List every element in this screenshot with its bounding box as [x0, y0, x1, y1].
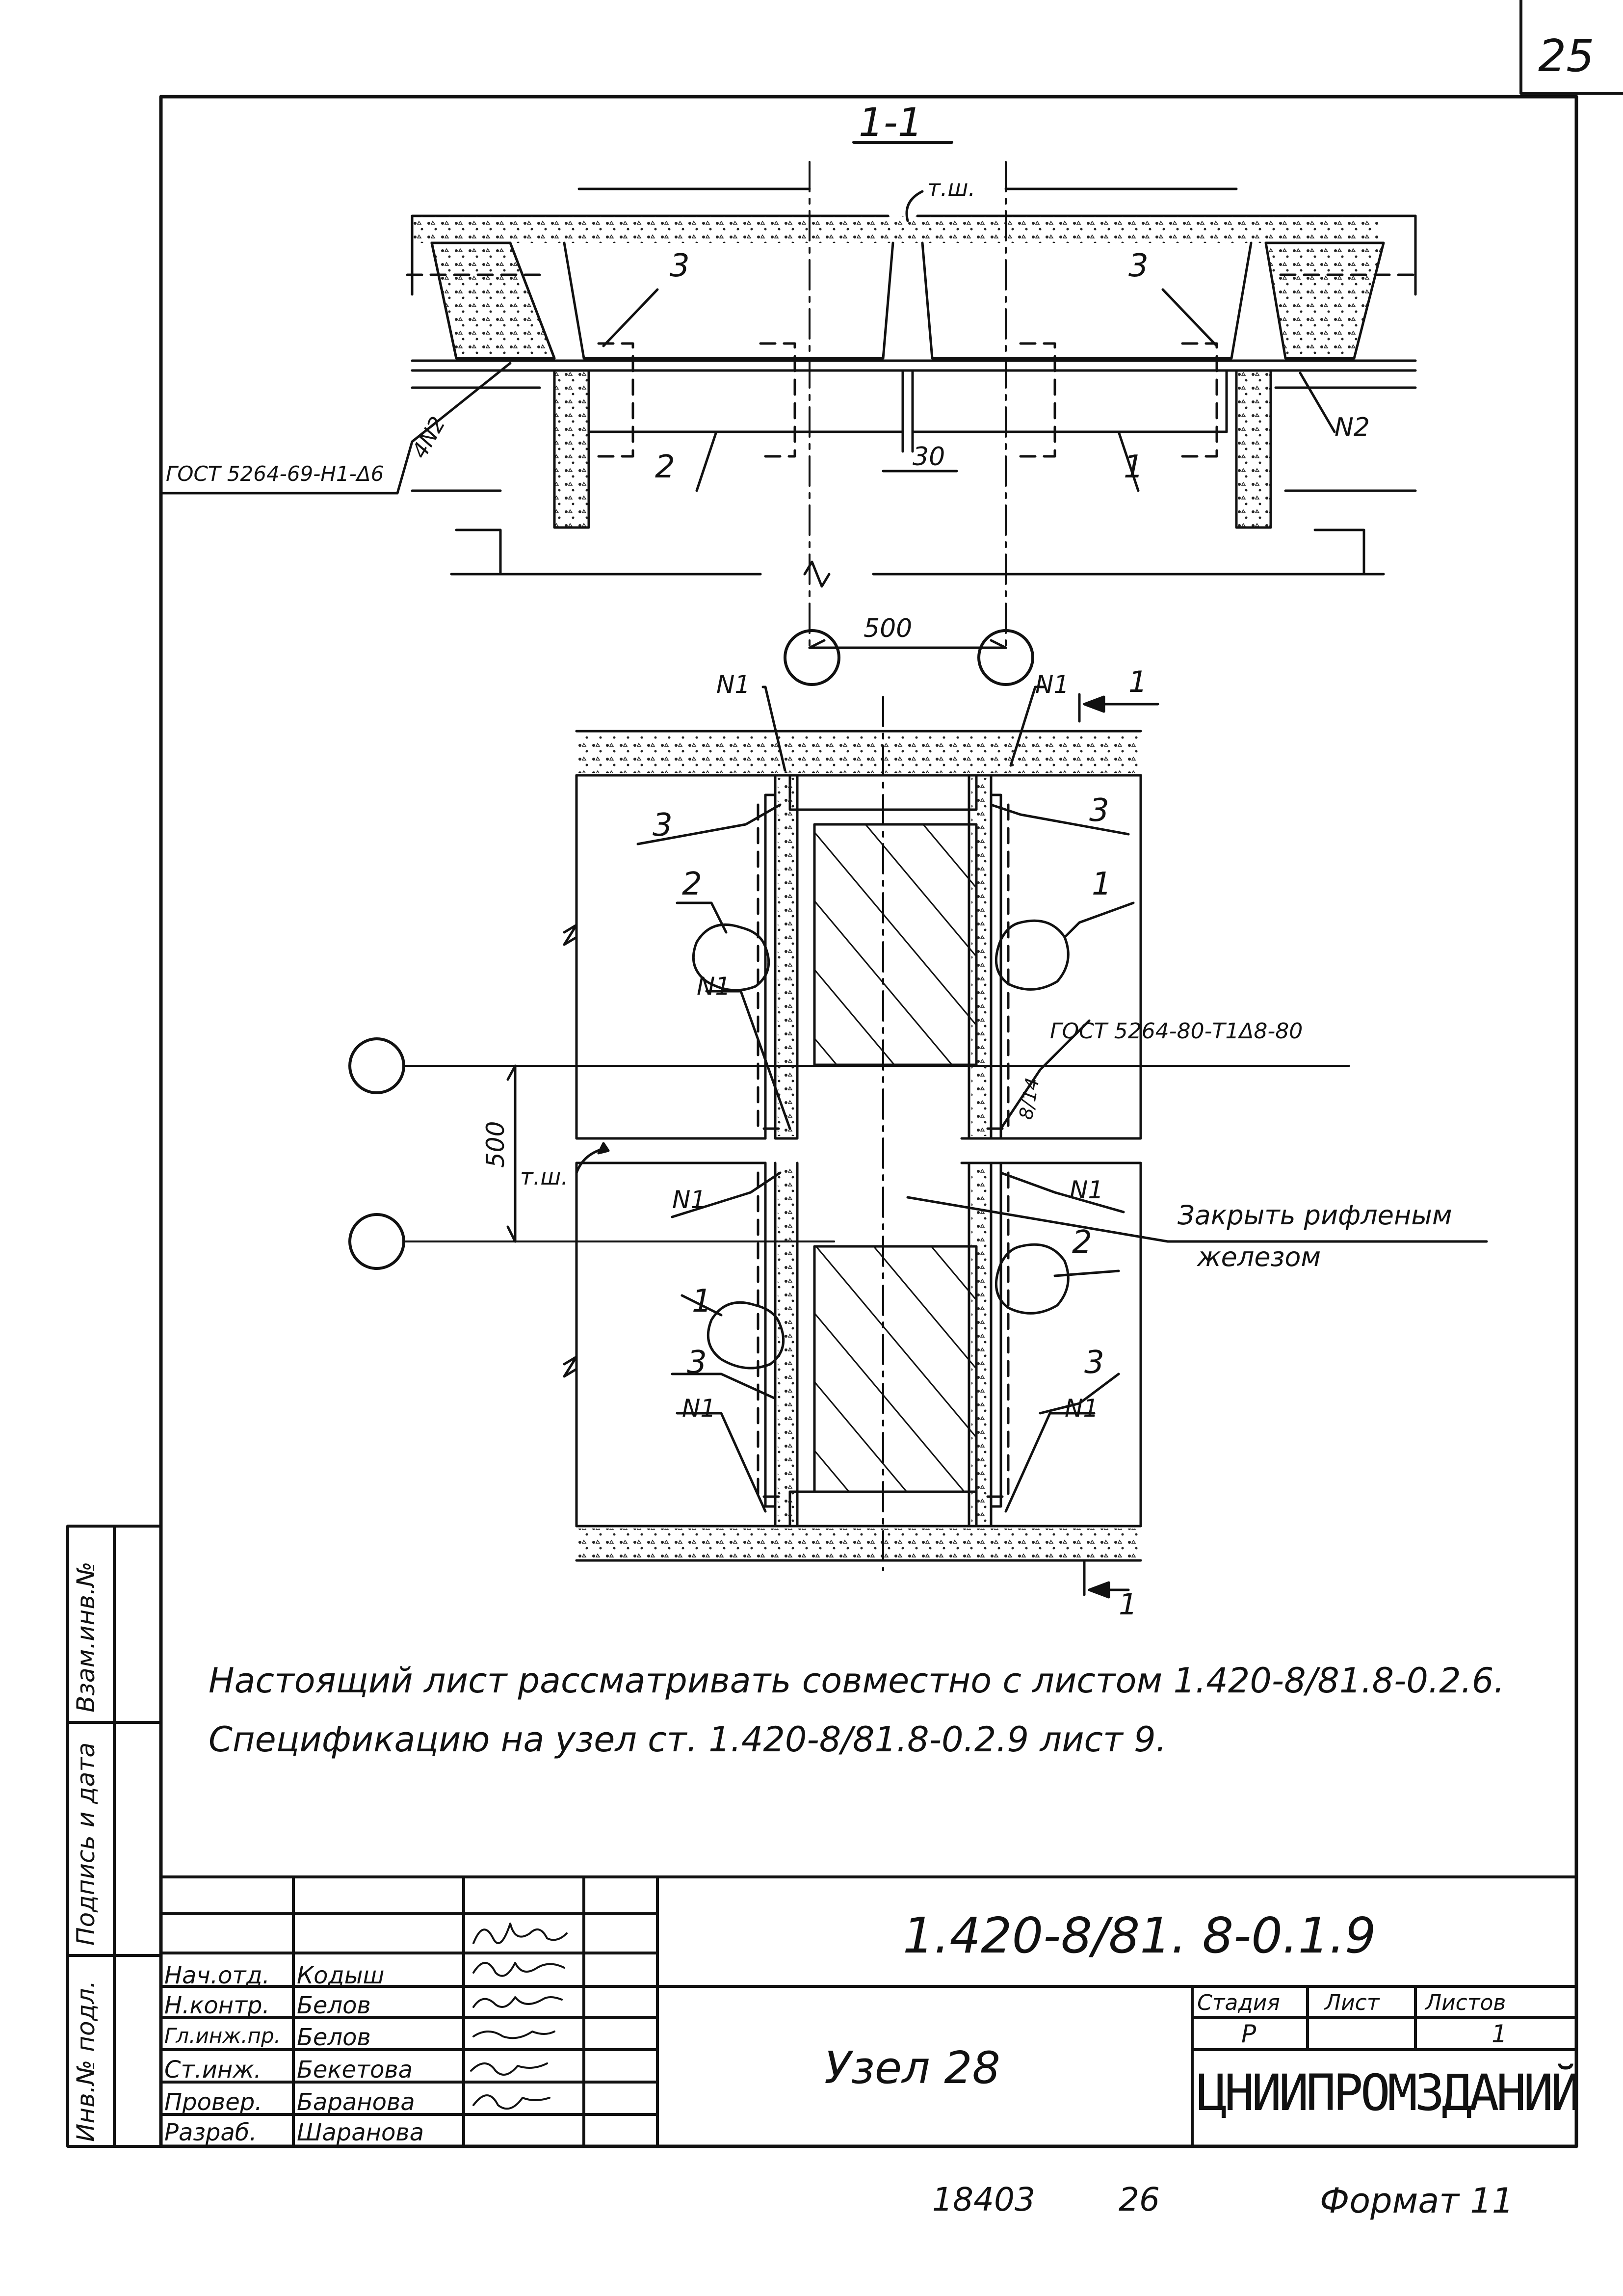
staff-role-4: Ст.инж.	[164, 2056, 262, 2084]
stage-header: Стадия	[1197, 1990, 1280, 2015]
weld-n2-right: N2	[1335, 413, 1370, 442]
sheet-header: Лист	[1325, 1990, 1380, 2015]
staff-name-6: Шаранова	[297, 2119, 424, 2146]
callout-3-plan-bottom-right: 3	[1084, 1345, 1104, 1381]
weld-n1-bottom-left: N1	[682, 1394, 716, 1423]
weld-n1-mid-left: N1	[697, 972, 731, 1001]
staff-role-5: Провер.	[164, 2088, 262, 2116]
callout-2-section: 2	[655, 449, 675, 485]
sheet-frame	[159, 95, 1578, 2148]
cover-note-line1: Закрыть рифленым	[1178, 1200, 1452, 1231]
staff-role-3: Гл.инж.пр.	[164, 2024, 281, 2048]
signatures	[470, 1923, 568, 2110]
side-stamp-replacement: Взам.инв.№	[72, 1561, 100, 1713]
staff-role-6: Разраб.	[164, 2119, 257, 2146]
callout-3-plan-bottom-left: 3	[687, 1345, 707, 1381]
sheets-header: Листов	[1425, 1990, 1506, 2015]
weld-mark-section: т.ш.	[927, 175, 976, 201]
designation: 1.420-8/81. 8-0.1.9	[903, 1907, 1376, 1964]
plan-view	[506, 686, 1488, 1599]
section-marker-top: 1	[1128, 665, 1148, 699]
section-title: 1-1	[859, 100, 923, 145]
callout-3-plan-right: 3	[1089, 792, 1109, 829]
callout-1-plan-bottom: 1	[692, 1283, 712, 1320]
staff-name-2: Белов	[297, 1992, 371, 2019]
staff-role-1: Нач.отд.	[164, 1962, 270, 1989]
note-line-1: Настоящий лист рассматривать совместно с…	[209, 1661, 1505, 1701]
note-line-2: Спецификацию на узел ст. 1.420-8/81.8-0.…	[209, 1719, 1167, 1760]
title-block-grid	[159, 1875, 1578, 2148]
side-stamp-inventory: Инв.№ подл.	[72, 1980, 100, 2142]
gost-weld-section: ГОСТ 5264-69-Н1-Δ6	[166, 462, 384, 486]
weld-n1-bottom-right: N1	[1065, 1394, 1099, 1423]
weld-n1-top-left: N1	[716, 670, 751, 699]
organization: ЦНИИПРОМЗДАНИЙ	[1197, 2064, 1581, 2122]
weld-n1-top-right: N1	[1035, 670, 1070, 699]
page-number-box	[1519, 0, 1623, 95]
weld-n1-mid-right: N1	[1070, 1176, 1104, 1204]
weld-mark-plan: т.ш.	[520, 1163, 569, 1190]
side-stamp-frame	[66, 1525, 162, 2148]
callout-3-right: 3	[1128, 248, 1149, 284]
staff-name-3: Белов	[297, 2024, 371, 2051]
cover-note-line2: железом	[1197, 1241, 1321, 1272]
axis-distance-top: 500	[864, 614, 913, 643]
section-1-1	[160, 141, 1419, 649]
inventory-number: 18403	[932, 2181, 1035, 2218]
page-number: 25	[1538, 30, 1595, 82]
weld-n1-mid-left-2: N1	[672, 1186, 707, 1214]
axis-distance-plan: 500	[481, 1121, 510, 1168]
gost-weld-plan: ГОСТ 5264-80-Т1Δ8-80	[1050, 1019, 1303, 1044]
staff-role-2: Н.контр.	[164, 1992, 270, 2019]
staff-name-5: Баранова	[297, 2088, 415, 2116]
staff-name-4: Бекетова	[297, 2056, 413, 2084]
copy-number: 26	[1119, 2181, 1160, 2218]
side-stamp-signature: Подпись и дата	[72, 1742, 100, 1946]
gap-dimension: 30	[913, 442, 945, 472]
callout-1-plan-top: 1	[1092, 866, 1112, 902]
callout-3-plan-left: 3	[653, 807, 673, 844]
callout-2-plan-top: 2	[682, 866, 702, 902]
staff-name-1: Кодыш	[297, 1962, 385, 1989]
callout-2-plan-bottom: 2	[1072, 1224, 1092, 1261]
callout-1-section: 1	[1124, 449, 1144, 485]
drawing-title: Узел 28	[824, 2042, 1000, 2094]
format-label: Формат 11	[1320, 2181, 1514, 2221]
callout-3-left: 3	[670, 248, 690, 284]
stage-value: Р	[1241, 2020, 1257, 2048]
section-marker-bottom: 1	[1119, 1587, 1138, 1622]
sheets-value: 1	[1492, 2020, 1507, 2048]
